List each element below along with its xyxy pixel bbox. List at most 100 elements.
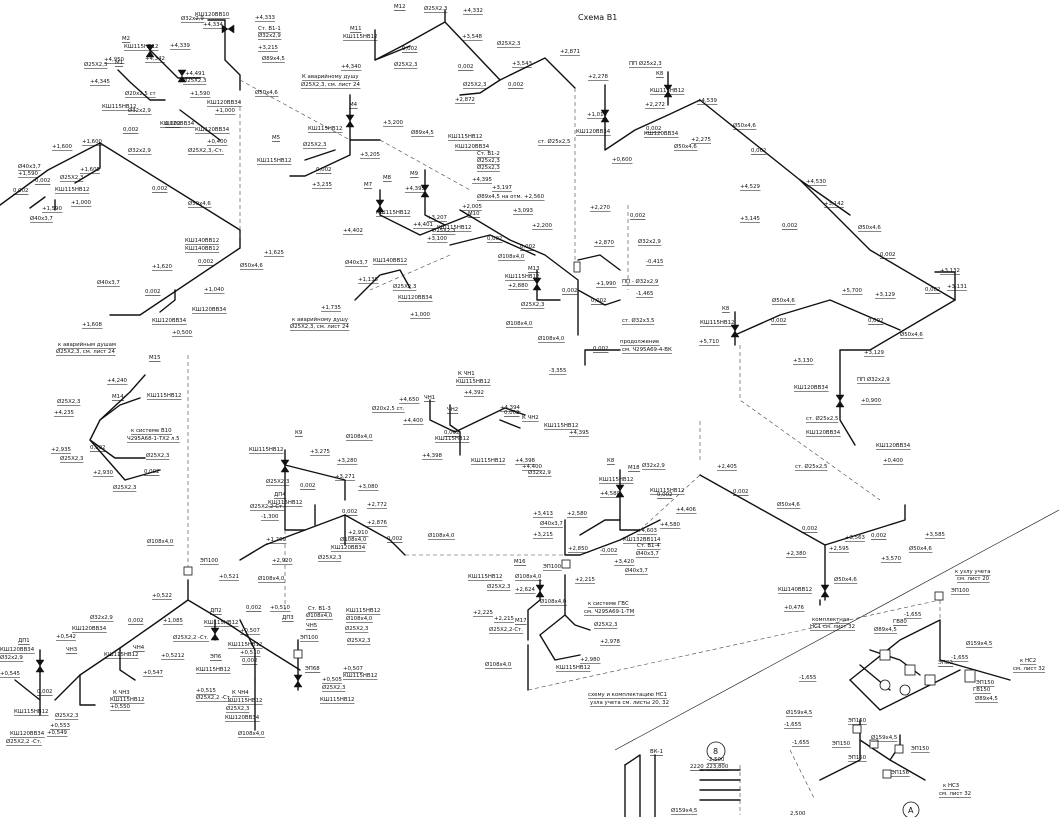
valve-icon <box>532 277 542 291</box>
annotation-label: ЭП150 <box>832 741 851 747</box>
annotation-label: М9 <box>410 171 419 177</box>
annotation-label: +1,000 <box>71 200 92 206</box>
annotation-label: +3,132 <box>940 268 960 274</box>
annotation-label: +4,240 <box>107 378 128 384</box>
annotation-label: КШ120ВВ34 <box>152 318 187 324</box>
annotation-label: К ЧН1 <box>458 371 475 377</box>
annotation-label: к НС3 <box>943 783 959 789</box>
annotation-label: Ø159х4,5 <box>671 807 697 814</box>
annotation-label: +1,200 <box>266 537 287 543</box>
annotation-label: Ø159х4,5 <box>966 640 992 647</box>
annotation-label: +3,275 <box>310 449 330 455</box>
annotation-label: +1,600 <box>52 144 73 150</box>
annotation-label: Ø25х2,3 <box>477 157 500 164</box>
annotation-label: 0,002 <box>591 298 606 304</box>
annotation-label: Ø32х2,9 <box>528 469 551 476</box>
annotation-label: КШ140ВВ12 <box>778 587 812 593</box>
annotation-label: М13 <box>528 266 540 272</box>
annotation-label: 0,002 <box>37 689 52 695</box>
annotation-label: 0,002 <box>35 178 50 184</box>
annotation-label: +3,142 <box>824 201 844 207</box>
annotation-label: +4,530 <box>806 179 827 185</box>
pipe-run <box>577 254 621 271</box>
annotation-label: +1,590 <box>190 91 211 97</box>
annotation-label: +0,510 <box>270 605 291 611</box>
annotation-label: +2,624 <box>515 587 536 593</box>
annotation-label: к системе ГВС <box>588 601 629 607</box>
annotation-label: КШ115НВ12 <box>650 88 685 94</box>
annotation-label: +3,130 <box>793 358 814 364</box>
annotation-label: Ø25Х2,3 <box>322 684 345 691</box>
annotation-label: КШ115НВ12 <box>343 673 378 679</box>
annotation-label: Ø25Х2,2 -Ст. <box>173 634 209 641</box>
annotation-label: Ø50х4,6 <box>777 501 800 508</box>
annotation-label: +0,600 <box>612 157 633 163</box>
annotation-label: +4,406 <box>676 507 697 513</box>
annotation-label: М17 <box>515 618 527 624</box>
annotation-label: Ø108х4,0 <box>428 532 455 539</box>
pipe-run <box>117 69 166 101</box>
annotation-label: М14 <box>112 394 124 400</box>
annotation-label: К8 <box>722 306 730 312</box>
annotation-label: Ø32х2,9 <box>128 107 151 114</box>
annotation-label: Ø25Х2,3 <box>318 554 341 561</box>
annotation-label: +3,563 <box>845 535 865 541</box>
annotation-label: +3,548 <box>462 34 483 40</box>
annotation-label: узла учета см. листы 20, 32 <box>590 700 669 706</box>
valve-icon <box>280 459 290 473</box>
annotation-label: КШ115НВ12 <box>544 423 579 429</box>
annotation-label: +0,500 <box>172 330 193 336</box>
annotation-label: 0,002 <box>871 533 886 539</box>
annotation-label: +2,272 <box>645 102 665 108</box>
annotation-label: +1,605 <box>80 167 100 173</box>
annotation-label: +3,197 <box>492 185 512 191</box>
annotation-label: КШ115НВ12 <box>435 436 470 442</box>
annotation-label: Ø50х4,6 <box>909 545 932 552</box>
annotation-label: ПП - Ø32х2,9 <box>622 278 659 285</box>
annotation-label: +2,200 <box>532 223 553 229</box>
annotation-label: 0,002 <box>165 121 180 127</box>
annotation-label: КШ115НВ12 <box>437 225 472 231</box>
annotation-label: +3,235 <box>312 182 332 188</box>
annotation-label: Ø25Х2,3 <box>432 227 455 234</box>
annotation-label: +2,380 <box>786 551 807 557</box>
annotation-label: Ø25Х2,3 <box>521 301 544 308</box>
annotation-label: 0,002 <box>444 430 459 436</box>
annotation-label: Ø108х4,0 <box>346 433 373 440</box>
annotation-label: +0,553 <box>50 723 70 729</box>
annotation-label: М18 <box>628 465 640 471</box>
annotation-label: +0,549 <box>47 730 68 736</box>
annotation-label: Ø50х4,6 <box>834 576 857 583</box>
annotation-label: КШ120ВВ34 <box>72 626 107 632</box>
annotation-label: +4,395 <box>405 186 425 192</box>
valve-icon <box>600 109 610 123</box>
marker-a-label: А <box>908 806 914 815</box>
annotation-label: М2 <box>122 36 130 42</box>
annotation-label: -0,002 <box>600 548 617 554</box>
dashed-link <box>379 139 471 191</box>
annotation-label: ВК-1 <box>650 749 663 755</box>
annotation-label: +4,400 <box>403 418 424 424</box>
annotation-label: Ø25Х2,3 <box>394 61 417 68</box>
annotation-label: 0,002 <box>630 213 645 219</box>
annotation-label: 223,800 <box>706 764 729 770</box>
dashed-link <box>369 254 451 291</box>
annotation-label: +3,129 <box>875 292 896 298</box>
annotation-label: Ø50х4,6 <box>900 331 923 338</box>
marker-circle-8 <box>706 741 726 761</box>
annotation-label: Ø108х4,0 <box>238 730 265 737</box>
annotation-label: М15 <box>149 355 161 361</box>
annotation-label: +0,400 <box>883 458 904 464</box>
annotation-label: Ø50х4,6 <box>733 122 756 129</box>
annotation-label: Ø25Х2,3 <box>55 712 78 719</box>
annotation-label: КШ120ВВ34 <box>455 144 490 150</box>
annotation-label: ЭП150 <box>848 718 867 724</box>
annotation-label: к узлу учета <box>955 569 991 575</box>
annotation-label: Ø32х2,9 <box>0 654 23 661</box>
annotation-label: +4,392 <box>464 390 484 396</box>
annotation-label: -1,655 <box>784 722 801 728</box>
annotation-label: +4,394 <box>500 405 521 411</box>
annotation-label: Ст. В1-1 <box>258 26 281 32</box>
valve-icon <box>835 394 845 408</box>
annotation-label: ЭП100 <box>300 635 319 641</box>
